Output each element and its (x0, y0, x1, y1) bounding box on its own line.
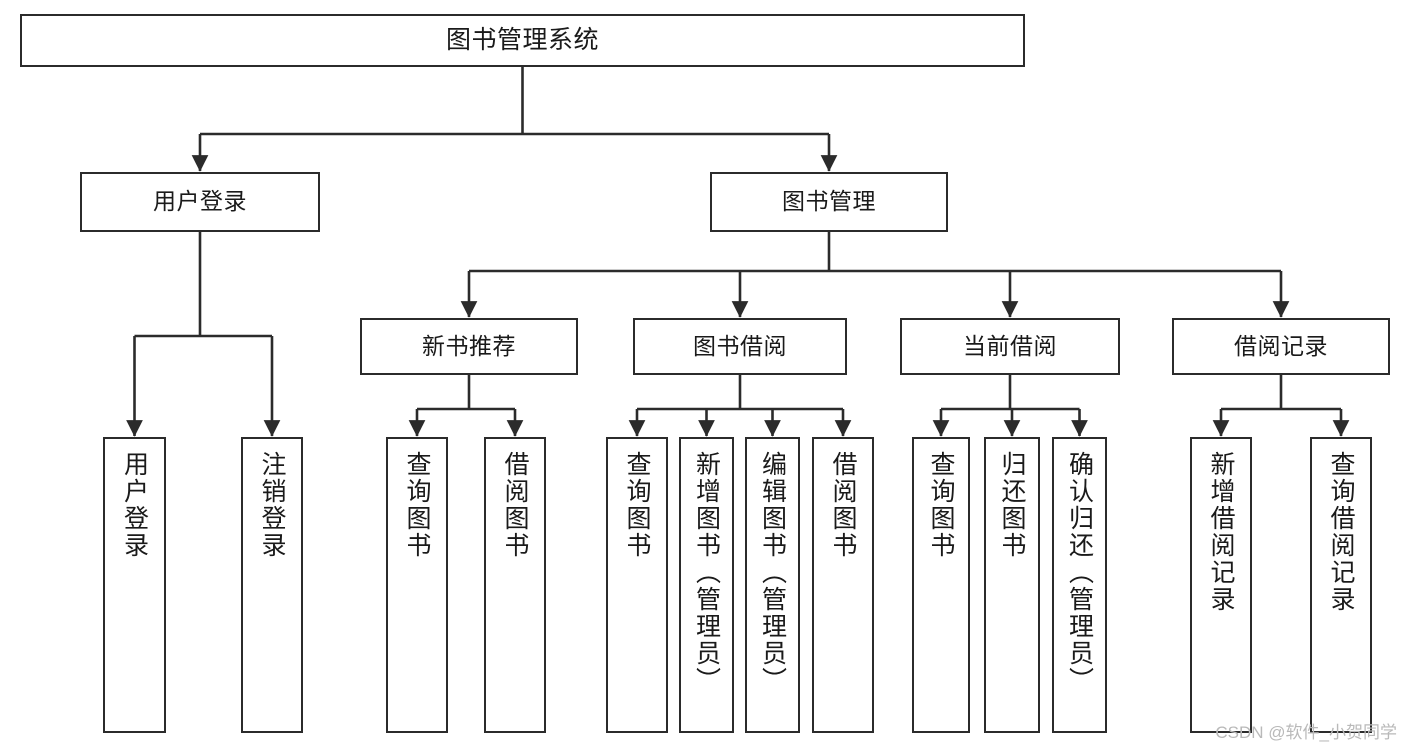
node-label: 当前借阅 (963, 332, 1057, 359)
node-leaf-borrow-book-new[interactable]: 借阅图书 (484, 437, 546, 733)
node-label: 借阅图书 (501, 451, 529, 559)
node-leaf-confirm-return[interactable]: 确认归还（管理员） (1052, 437, 1107, 733)
node-label: 确认归还（管理员） (1065, 451, 1094, 694)
node-label: 图书管理系统 (445, 25, 599, 54)
node-leaf-query-book-new[interactable]: 查询图书 (386, 437, 448, 733)
node-leaf-logout-login[interactable]: 注销登录 (241, 437, 303, 733)
node-leaf-user-login[interactable]: 用户登录 (103, 437, 166, 733)
node-borrow-record[interactable]: 借阅记录 (1172, 318, 1390, 375)
node-label: 借阅图书 (829, 451, 857, 559)
node-user-login[interactable]: 用户登录 (80, 172, 320, 232)
node-label: 注销登录 (258, 451, 286, 559)
node-leaf-add-borrow-record[interactable]: 新增借阅记录 (1190, 437, 1252, 733)
node-book-borrow[interactable]: 图书借阅 (633, 318, 847, 375)
node-label: 新书推荐 (422, 332, 516, 359)
node-label: 编辑图书（管理员） (758, 451, 787, 694)
node-label: 查询借阅记录 (1327, 451, 1355, 613)
node-label: 查询图书 (623, 451, 651, 559)
node-current-borrow[interactable]: 当前借阅 (900, 318, 1120, 375)
node-label: 用户登录 (120, 451, 149, 559)
node-leaf-query-borrow-rec[interactable]: 查询借阅记录 (1310, 437, 1372, 733)
node-book-manage[interactable]: 图书管理 (710, 172, 948, 232)
node-label: 图书管理 (782, 188, 876, 215)
node-label: 查询图书 (927, 451, 955, 559)
node-leaf-query-book-borrow[interactable]: 查询图书 (606, 437, 668, 733)
node-label: 借阅记录 (1234, 332, 1328, 359)
node-label: 用户登录 (153, 188, 247, 215)
node-label: 查询图书 (403, 451, 431, 559)
node-leaf-add-book-admin[interactable]: 新增图书（管理员） (679, 437, 734, 733)
node-label: 新增借阅记录 (1207, 451, 1235, 613)
node-leaf-borrow-book[interactable]: 借阅图书 (812, 437, 874, 733)
node-label: 图书借阅 (693, 332, 787, 359)
node-label: 新增图书（管理员） (692, 451, 721, 694)
node-leaf-edit-book-admin[interactable]: 编辑图书（管理员） (745, 437, 800, 733)
node-leaf-query-book-cur[interactable]: 查询图书 (912, 437, 970, 733)
node-label: 归还图书 (998, 451, 1026, 559)
node-root[interactable]: 图书管理系统 (20, 14, 1025, 67)
node-new-book-recommend[interactable]: 新书推荐 (360, 318, 578, 375)
node-leaf-return-book[interactable]: 归还图书 (984, 437, 1040, 733)
